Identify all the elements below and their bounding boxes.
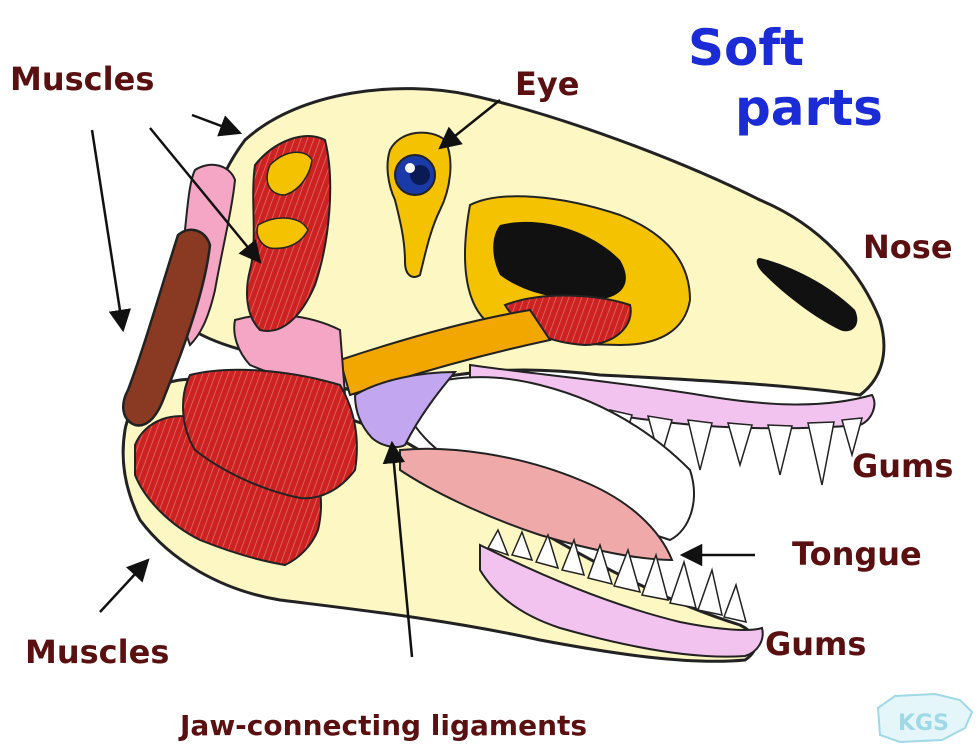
label-gums-upper: Gums <box>852 447 953 485</box>
label-eye: Eye <box>515 65 579 103</box>
kgs-logo: KGS <box>878 694 972 742</box>
title-line2: parts <box>735 79 883 137</box>
logo-text: KGS <box>898 711 949 736</box>
arrow-muscles-skull <box>192 115 240 133</box>
label-muscles-top: Muscles <box>10 60 154 98</box>
label-muscles-bottom: Muscles <box>25 633 169 671</box>
title: Soft parts <box>688 19 883 137</box>
label-tongue: Tongue <box>792 535 922 573</box>
label-gums-lower: Gums <box>765 625 866 663</box>
arrow-muscles-jaw <box>100 560 148 612</box>
title-line1: Soft <box>688 19 804 77</box>
label-nose: Nose <box>863 228 953 266</box>
arrow-muscles-neck <box>92 130 123 330</box>
label-ligaments: Jaw-connecting ligaments <box>178 709 587 742</box>
